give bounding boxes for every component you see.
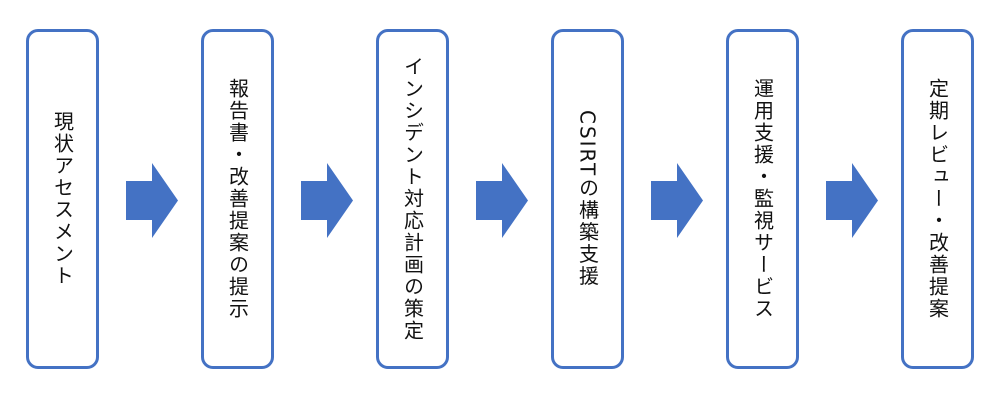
step-label: 運用支援・監視サービス xyxy=(750,78,775,320)
step-box-6: 定期レビュー・改善提案 xyxy=(901,29,974,369)
arrow-right-icon xyxy=(476,163,528,238)
step-label: 定期レビュー・改善提案 xyxy=(925,78,950,320)
arrow-right-icon xyxy=(126,163,178,238)
step-label: インシデント対応計画の策定 xyxy=(400,56,425,342)
arrow-right-icon xyxy=(301,163,353,238)
step-box-4: CSIRTの構築支援 xyxy=(551,29,624,369)
step-box-1: 現状アセスメント xyxy=(26,29,99,369)
step-box-2: 報告書・改善提案の提示 xyxy=(201,29,274,369)
step-box-5: 運用支援・監視サービス xyxy=(726,29,799,369)
step-label: 報告書・改善提案の提示 xyxy=(225,78,250,320)
arrow-right-icon xyxy=(651,163,703,238)
step-label: 現状アセスメント xyxy=(50,111,75,287)
arrow-right-icon xyxy=(826,163,878,238)
step-box-3: インシデント対応計画の策定 xyxy=(376,29,449,369)
step-label: CSIRTの構築支援 xyxy=(575,110,600,288)
